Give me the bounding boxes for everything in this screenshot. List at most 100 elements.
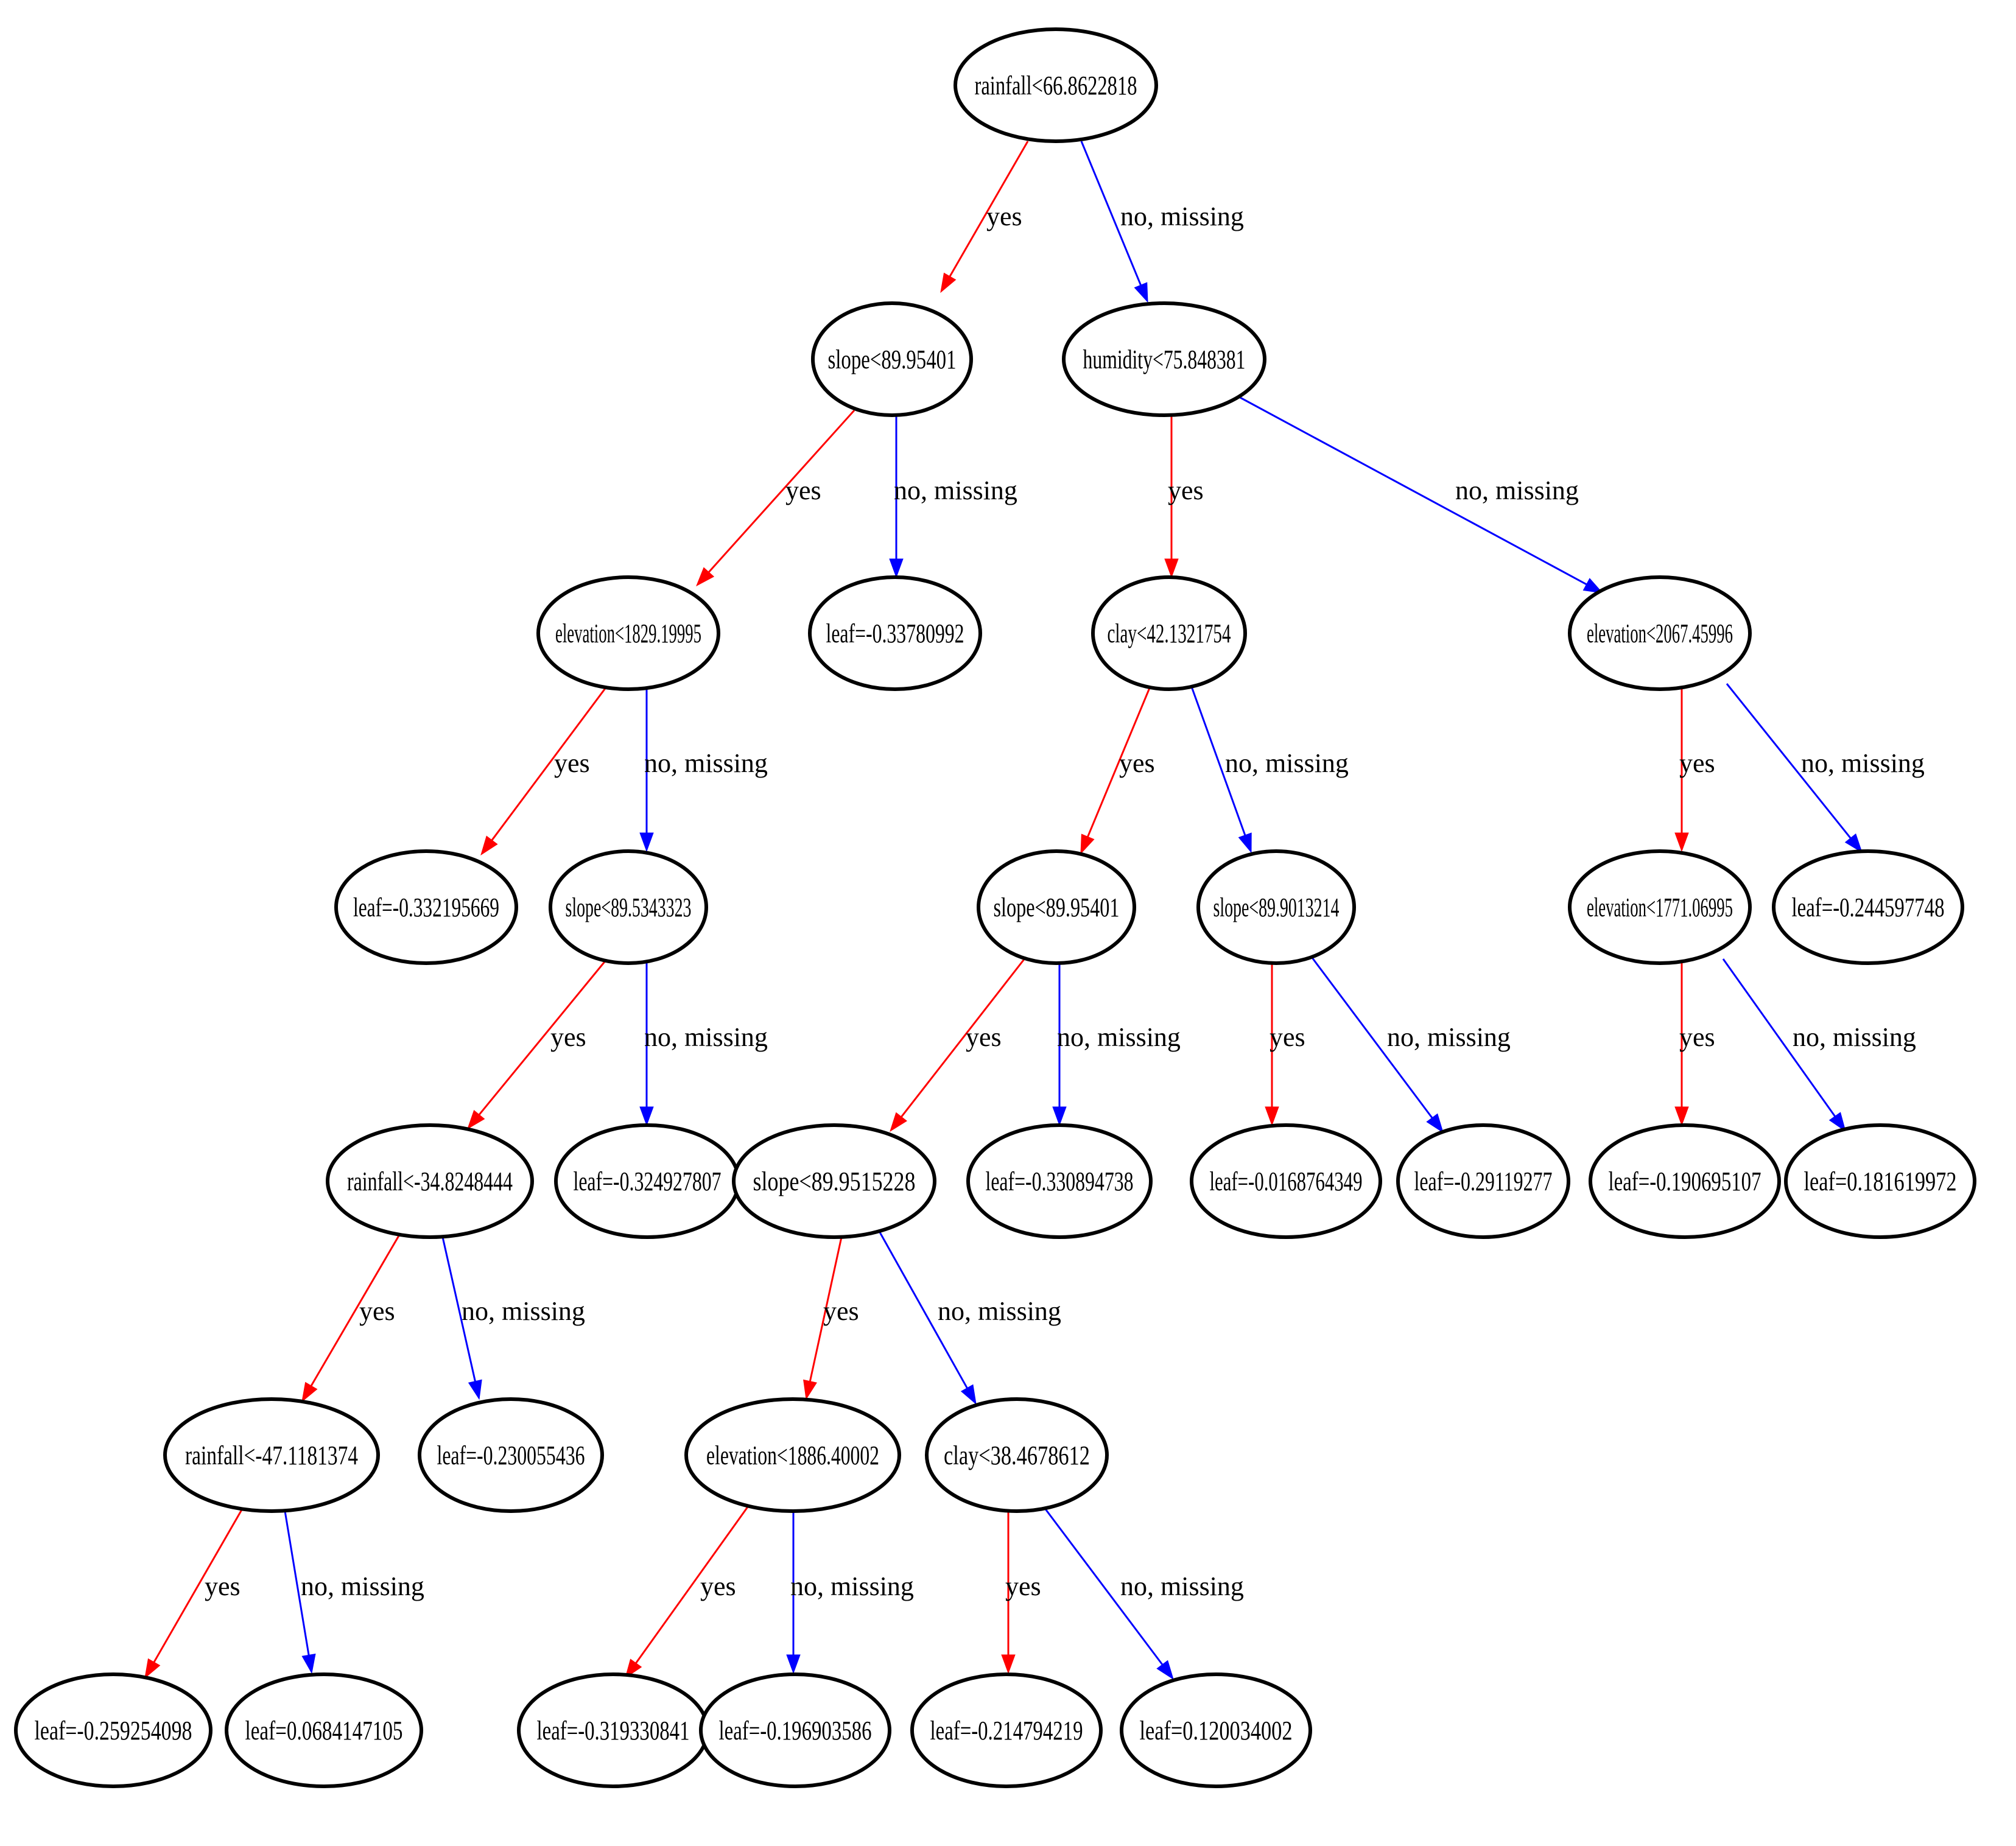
leaf-node-n16: leaf=-0.330894738 [966, 1123, 1153, 1239]
node-label: elevation<2067.45996 [1587, 619, 1733, 648]
edge-line [1080, 141, 1142, 286]
leaf-node-n7: leaf=-0.332195669 [334, 849, 518, 965]
node-label: leaf=-0.214794219 [930, 1716, 1083, 1746]
node-label: leaf=-0.0168764349 [1210, 1167, 1363, 1196]
arrowhead-icon [1674, 832, 1689, 852]
edge-line [284, 1511, 310, 1655]
leaf-node-n27: leaf=-0.319330841 [517, 1672, 709, 1788]
node-ellipse [811, 301, 973, 417]
edge-label: yes [1005, 1571, 1041, 1601]
split-node-n15: slope<89.9515228 [732, 1123, 936, 1239]
split-node-n23: elevation<1886.40002 [684, 1397, 901, 1513]
split-node-n0: rainfall<66.8622818 [954, 27, 1158, 143]
edge-yes-n1-n3: yes [696, 409, 855, 587]
leaf-node-n26: leaf=0.0684147105 [225, 1672, 423, 1788]
edge-yes-n8-n13: yes [467, 959, 608, 1130]
node-label: slope<89.95401 [828, 345, 957, 374]
edge-label: yes [1270, 1022, 1305, 1052]
edge-no-n10-n18: no, missing [1311, 957, 1511, 1134]
edge-label: yes [823, 1296, 859, 1326]
edge-label: no, missing [1120, 1571, 1244, 1601]
node-ellipse [954, 27, 1158, 143]
node-ellipse [536, 575, 720, 691]
split-node-n11: elevation<1771.06995 [1568, 849, 1752, 965]
node-ellipse [14, 1672, 212, 1788]
edge-yes-n21-n25: yes [144, 1508, 244, 1679]
arrowhead-icon [1265, 1106, 1279, 1126]
node-label: slope<89.95401 [994, 893, 1120, 922]
node-label: humidity<75.848381 [1083, 345, 1246, 374]
arrowhead-icon [467, 1109, 485, 1130]
node-label: leaf=-0.244597748 [1792, 893, 1945, 922]
arrowhead-icon [1156, 1660, 1174, 1680]
edge-line [949, 141, 1029, 277]
node-ellipse [1120, 1672, 1312, 1788]
arrowhead-icon [889, 558, 904, 578]
edge-label: no, missing [1455, 476, 1579, 505]
node-label: leaf=-0.230055436 [437, 1441, 585, 1470]
edge-line [879, 1232, 968, 1389]
arrowhead-icon [1080, 834, 1095, 855]
arrowhead-icon [301, 1381, 318, 1403]
edge-no-n8-n14: no, missing [639, 963, 768, 1126]
node-ellipse [1784, 1123, 1976, 1239]
node-ellipse [1568, 575, 1752, 691]
edge-label: no, missing [1225, 748, 1349, 778]
edge-line [491, 686, 608, 841]
node-label: rainfall<-34.8248444 [347, 1167, 513, 1196]
node-label: leaf=-0.319330841 [537, 1716, 690, 1746]
arrowhead-icon [1426, 1113, 1444, 1134]
leaf-node-n29: leaf=-0.214794219 [910, 1672, 1103, 1788]
node-ellipse [549, 849, 708, 965]
edge-label: no, missing [1387, 1022, 1511, 1052]
edge-line [1722, 958, 1836, 1117]
nodes-layer: rainfall<66.8622818 slope<89.95401 humidit… [14, 27, 1976, 1788]
leaf-node-n28: leaf=-0.196903586 [699, 1672, 891, 1788]
arrowhead-icon [1828, 1112, 1846, 1132]
node-ellipse [326, 1123, 534, 1239]
node-label: leaf=0.181619972 [1804, 1167, 1957, 1196]
edge-yes-n11-n19: yes [1674, 963, 1715, 1126]
arrowhead-icon [1134, 282, 1148, 303]
edge-line [1311, 957, 1433, 1118]
edge-line [809, 1237, 843, 1382]
edge-label: no, missing [790, 1571, 914, 1601]
edge-no-n24-n30: no, missing [1041, 1504, 1244, 1680]
split-node-n24: clay<38.4678612 [925, 1397, 1109, 1513]
edge-no-n13-n22: no, missing [441, 1237, 585, 1400]
node-label: leaf=0.0684147105 [245, 1716, 403, 1746]
node-ellipse [1589, 1123, 1781, 1239]
leaf-node-n14: leaf=-0.324927807 [554, 1123, 740, 1239]
node-ellipse [808, 575, 982, 691]
arrowhead-icon [625, 1658, 642, 1679]
arrowhead-icon [1844, 833, 1863, 854]
arrowhead-icon [803, 1379, 817, 1400]
split-node-n1: slope<89.95401 [811, 301, 973, 417]
node-label: clay<38.4678612 [944, 1441, 1090, 1470]
arrowhead-icon [1238, 832, 1252, 854]
edge-no-n2-n6: no, missing [1238, 396, 1604, 594]
edge-no-n1-n4: no, missing [889, 415, 1017, 578]
node-label: rainfall<-47.1181374 [185, 1441, 358, 1470]
arrowhead-icon [1164, 558, 1179, 578]
leaf-node-n19: leaf=-0.190695107 [1589, 1123, 1781, 1239]
node-ellipse [684, 1397, 901, 1513]
node-ellipse [1190, 1123, 1382, 1239]
arrowhead-icon [940, 272, 957, 293]
edge-label: yes [700, 1571, 736, 1601]
edge-no-n9-n16: no, missing [1052, 963, 1181, 1126]
edge-line [1238, 396, 1587, 586]
edge-label: no, missing [1801, 748, 1925, 778]
edge-label: no, missing [1120, 202, 1244, 231]
edge-label: no, missing [938, 1296, 1061, 1326]
edge-no-n23-n28: no, missing [786, 1511, 914, 1674]
edge-no-n5-n10: no, missing [1190, 686, 1349, 854]
node-ellipse [1568, 849, 1752, 965]
edge-no-n0-n2: no, missing [1080, 141, 1244, 303]
node-label: leaf=-0.196903586 [719, 1716, 872, 1746]
edge-label: yes [554, 748, 590, 778]
node-label: leaf=-0.33780992 [826, 619, 964, 648]
edge-label: yes [1679, 1022, 1715, 1052]
leaf-node-n20: leaf=0.181619972 [1784, 1123, 1976, 1239]
arrowhead-icon [639, 832, 654, 852]
